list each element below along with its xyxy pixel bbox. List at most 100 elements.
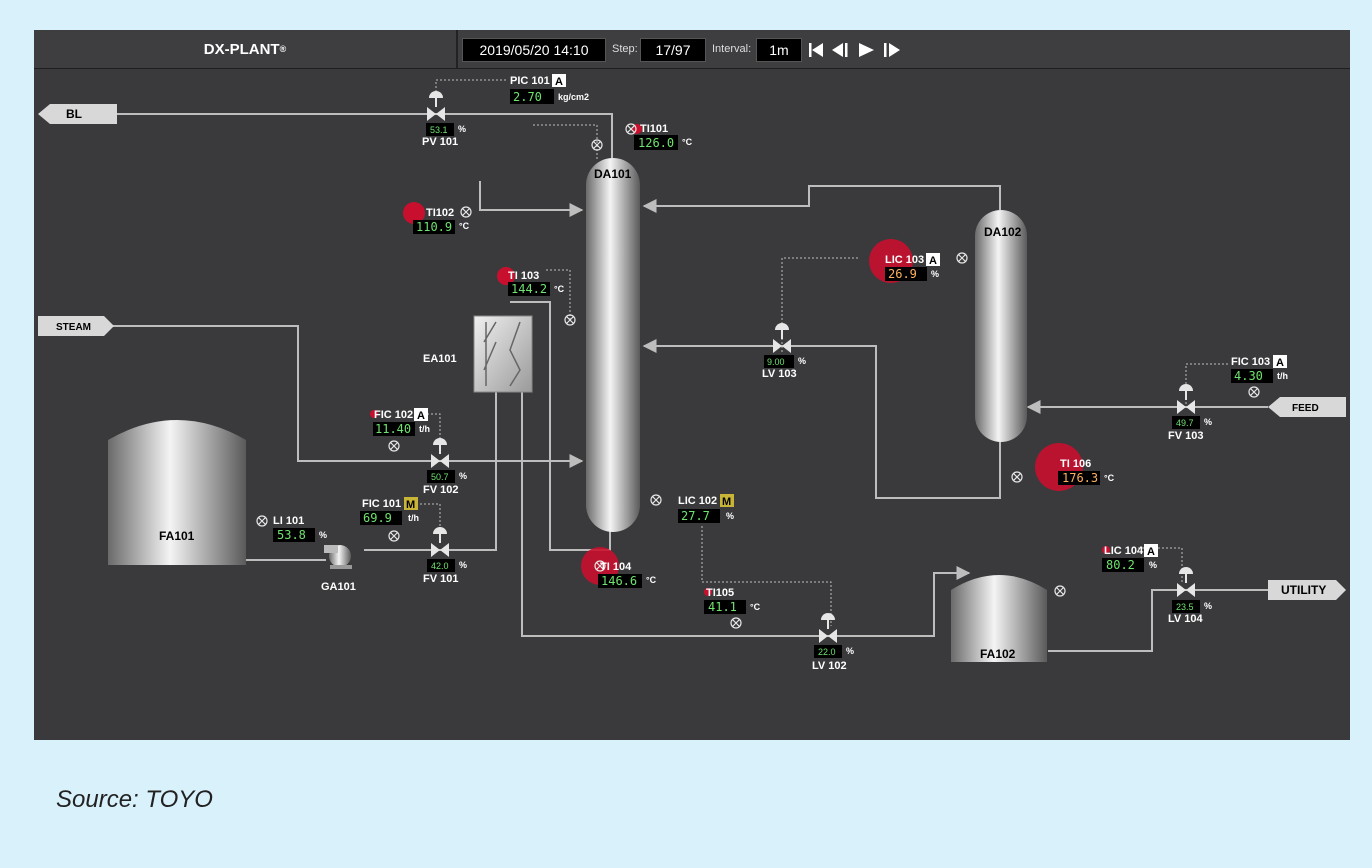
- pipe-ea101-fa102: [521, 390, 971, 637]
- ti103-value: 144.2: [511, 282, 547, 296]
- ti106-tag: TI 106: [1060, 458, 1091, 470]
- faceplate-lv103[interactable]: 9.00 % LV 103: [762, 355, 806, 380]
- sensor-icon: [956, 252, 968, 264]
- faceplate-ti103[interactable]: TI 103 144.2 °C: [508, 270, 565, 296]
- utility-label: UTILITY: [1281, 583, 1326, 597]
- valve-pv101[interactable]: [427, 91, 445, 121]
- pipe-reflux-da101: [479, 181, 584, 217]
- pic101-unit: kg/cm2: [558, 92, 589, 102]
- faceplate-fv101[interactable]: 42.0 % FV 101: [423, 559, 467, 585]
- bl-label: BL: [66, 107, 82, 121]
- valve-lv103[interactable]: [773, 323, 791, 353]
- ti101-tag: TI101: [640, 123, 668, 135]
- lv103-tag: LV 103: [762, 368, 797, 380]
- lic104-mode: A: [1147, 546, 1155, 558]
- fic103-mode: A: [1276, 357, 1284, 369]
- play-icon[interactable]: [857, 41, 875, 59]
- pipe-da102-bottoms: [642, 339, 1001, 499]
- pv101-unit: %: [458, 124, 466, 134]
- fic102-mode: A: [417, 410, 425, 422]
- alarm-ti105: [704, 588, 712, 596]
- sensor-icon: [460, 206, 472, 218]
- fa102-label: FA102: [980, 647, 1016, 661]
- ti106-value: 176.3: [1062, 471, 1098, 485]
- stream-feed[interactable]: FEED: [1268, 397, 1346, 417]
- faceplate-fic103[interactable]: FIC 103 A 4.30 t/h: [1231, 355, 1288, 383]
- faceplate-ti104[interactable]: TI 104 146.6 °C: [598, 561, 657, 588]
- step-back-icon[interactable]: [831, 41, 849, 59]
- skip-to-start-icon[interactable]: [807, 41, 825, 59]
- fic101-mode: M: [406, 499, 415, 511]
- stream-bl[interactable]: BL: [38, 104, 117, 124]
- faceplate-lv104[interactable]: 23.5 % LV 104: [1168, 600, 1212, 625]
- sensor-icon: [1248, 386, 1260, 398]
- faceplate-li101[interactable]: LI 101 53.8 %: [273, 515, 327, 542]
- tank-fa102[interactable]: FA102: [951, 575, 1047, 662]
- valve-lv102[interactable]: [819, 613, 837, 643]
- faceplate-fv102[interactable]: 50.7 % FV 102: [423, 470, 467, 496]
- lic102-unit: %: [726, 511, 734, 521]
- lic102-value: 27.7: [681, 509, 710, 523]
- sensor-icon: [1054, 585, 1066, 597]
- faceplate-pv101[interactable]: 53.1 % PV 101: [422, 123, 466, 148]
- ti101-value: 126.0: [638, 136, 674, 150]
- exchanger-ea101[interactable]: EA101: [423, 315, 533, 393]
- interval-display[interactable]: 1m: [756, 38, 802, 62]
- alarm-lic104: [1102, 546, 1110, 554]
- pipe-da102-vapor: [642, 185, 1001, 213]
- step-label: Step:: [612, 43, 638, 55]
- pv101-tag: PV 101: [422, 136, 458, 148]
- faceplate-lic102[interactable]: LIC 102 M 27.7 %: [678, 494, 734, 523]
- tank-fa101[interactable]: FA101: [108, 420, 246, 565]
- faceplate-ti102[interactable]: TI102 110.9 °C: [413, 207, 470, 234]
- fv101-tag: FV 101: [423, 573, 458, 585]
- ti106-unit: °C: [1104, 473, 1115, 483]
- pic101-mode: A: [555, 76, 563, 88]
- pipes: [106, 113, 1268, 652]
- stream-utility[interactable]: UTILITY: [1268, 580, 1346, 600]
- lic102-mode: M: [722, 496, 731, 508]
- column-da101[interactable]: DA101: [586, 158, 640, 532]
- pic101-value: 2.70: [513, 90, 542, 104]
- pump-ga101[interactable]: GA101: [321, 545, 356, 593]
- faceplate-fic101[interactable]: FIC 101 M 69.9 t/h: [360, 497, 419, 525]
- faceplate-pic101[interactable]: PIC 101 A 2.70 kg/cm2: [510, 74, 589, 104]
- valve-fv103[interactable]: [1177, 384, 1195, 414]
- lv104-value: 23.5: [1176, 602, 1194, 612]
- valve-fv101[interactable]: [431, 527, 449, 557]
- column-da102[interactable]: DA102: [975, 210, 1027, 442]
- fic102-value: 11.40: [375, 422, 411, 436]
- lv102-value: 22.0: [818, 647, 836, 657]
- step-forward-icon[interactable]: [883, 41, 901, 59]
- stream-steam[interactable]: STEAM: [38, 316, 114, 336]
- fic101-tag: FIC 101: [362, 498, 401, 510]
- alarm-fic102: [370, 410, 378, 418]
- faceplate-ti106[interactable]: TI 106 176.3 °C: [1058, 458, 1115, 485]
- ti105-value: 41.1: [708, 600, 737, 614]
- valve-fv102[interactable]: [431, 438, 449, 468]
- lic103-unit: %: [931, 269, 939, 279]
- faceplate-fic102[interactable]: FIC 102 A 11.40 t/h: [373, 408, 430, 436]
- faceplate-lic104[interactable]: LIC 104 A 80.2 %: [1102, 544, 1158, 572]
- faceplate-ti105[interactable]: TI105 41.1 °C: [704, 587, 761, 614]
- fic103-unit: t/h: [1277, 371, 1288, 381]
- ti104-tag: TI 104: [600, 561, 632, 573]
- valve-lv104[interactable]: [1177, 567, 1195, 597]
- sensor-icon: [650, 494, 662, 506]
- alarm-ti103: [497, 267, 515, 285]
- ti102-unit: °C: [459, 221, 470, 231]
- faceplate-lv102[interactable]: 22.0 % LV 102: [812, 645, 854, 672]
- sensor-icon: [256, 515, 268, 527]
- faceplate-ti101[interactable]: TI101 126.0 °C: [634, 123, 693, 150]
- li101-unit: %: [319, 530, 327, 540]
- faceplate-lic103[interactable]: LIC 103 A 26.9 %: [885, 253, 940, 281]
- fv101-value: 42.0: [431, 561, 449, 571]
- ti103-tag: TI 103: [508, 270, 539, 282]
- ga101-label: GA101: [321, 581, 356, 593]
- sensor-symbols: [256, 123, 1260, 629]
- ti103-unit: °C: [554, 284, 565, 294]
- fic101-unit: t/h: [408, 513, 419, 523]
- sensor-icon: [594, 560, 606, 572]
- lic103-value: 26.9: [888, 267, 917, 281]
- faceplate-fv103[interactable]: 49.7 % FV 103: [1168, 416, 1212, 442]
